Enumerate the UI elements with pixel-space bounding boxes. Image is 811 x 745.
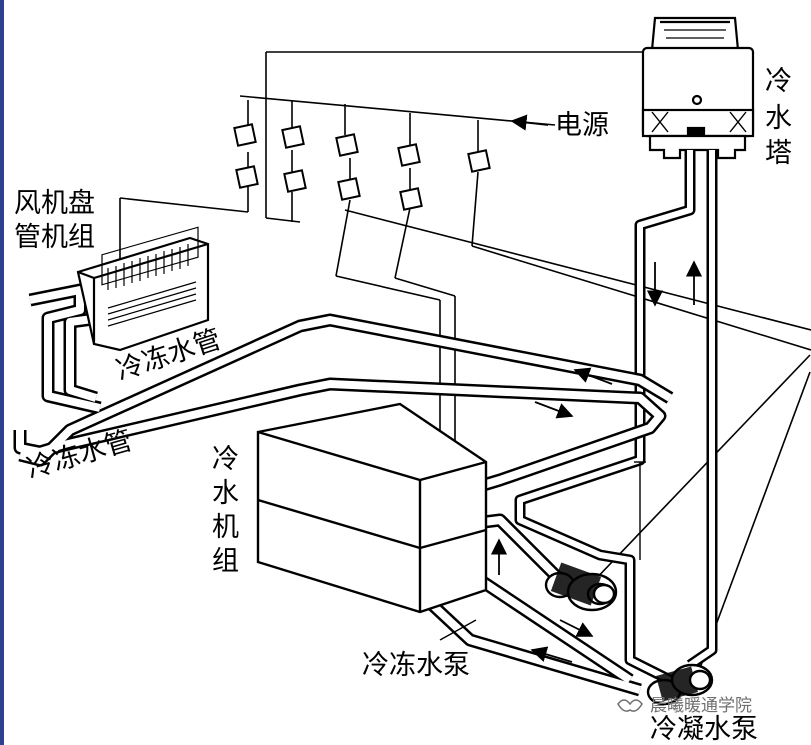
fan-coil-feed bbox=[119, 197, 249, 213]
switch-box bbox=[337, 177, 361, 201]
flow-arrow-right-2 bbox=[559, 619, 594, 637]
tower-outlet bbox=[686, 126, 706, 138]
chilled-water-pump bbox=[544, 562, 618, 612]
switch-box bbox=[235, 165, 259, 189]
chiller-label-4: 组 bbox=[212, 546, 239, 577]
cooling-tower-label-3: 塔 bbox=[765, 138, 792, 169]
switch-box bbox=[397, 143, 421, 167]
cooling-tower bbox=[641, 16, 755, 160]
flow-arrows bbox=[490, 260, 703, 663]
power-label: 电源 bbox=[555, 110, 609, 141]
chilled-pipe-lower-label: 冷冻水管 bbox=[23, 425, 135, 485]
chiller-unit bbox=[256, 402, 488, 614]
fan-coil-label-line2: 管机组 bbox=[14, 222, 95, 253]
condenser-water-pump bbox=[646, 663, 714, 706]
chilled-pump-label: 冷冻水泵 bbox=[362, 650, 470, 681]
watermark: 晨曦暖通学院 bbox=[617, 696, 752, 716]
tower-feed-return bbox=[265, 217, 301, 223]
power-bus-line bbox=[239, 95, 556, 126]
power-arrow bbox=[510, 114, 549, 131]
condenser-return-pipe bbox=[686, 150, 718, 670]
slide-left-edge bbox=[0, 0, 4, 745]
flow-arrow-left bbox=[573, 367, 613, 385]
fan-coil-label: 风机盘 管机组 bbox=[14, 188, 95, 253]
flow-arrow-right bbox=[534, 401, 574, 419]
cooling-tower-label-2: 水 bbox=[765, 103, 792, 134]
cooling-tower-label: 冷 水 塔 bbox=[765, 66, 792, 169]
flow-arrow-left-2 bbox=[530, 646, 573, 663]
fan-coil-label-line1: 风机盘 bbox=[14, 188, 95, 219]
switch-box bbox=[335, 133, 359, 157]
fan-coil-unit bbox=[76, 226, 210, 352]
leader-lines bbox=[439, 461, 646, 641]
pump-label-leader bbox=[439, 619, 477, 641]
condenser-water-pipes bbox=[514, 150, 718, 685]
cooling-tower-label-1: 冷 bbox=[765, 66, 792, 97]
chiller-label: 冷 水 机 组 bbox=[212, 444, 239, 577]
tower-indicator bbox=[691, 94, 703, 106]
condenser-pump-label: 冷凝水泵 bbox=[650, 714, 758, 745]
chiller-label-2: 水 bbox=[212, 478, 239, 509]
switch-box bbox=[233, 123, 257, 147]
switch-boxes bbox=[233, 123, 491, 211]
switch-box bbox=[281, 125, 305, 149]
switch-box bbox=[467, 149, 491, 173]
switch-box bbox=[399, 187, 423, 211]
switch-box bbox=[283, 169, 307, 193]
chiller-label-3: 机 bbox=[212, 512, 239, 543]
watermark-text: 晨曦暖通学院 bbox=[650, 696, 752, 716]
wechat-icon bbox=[617, 699, 643, 712]
tower-base bbox=[648, 134, 747, 160]
chiller-label-1: 冷 bbox=[212, 444, 239, 475]
